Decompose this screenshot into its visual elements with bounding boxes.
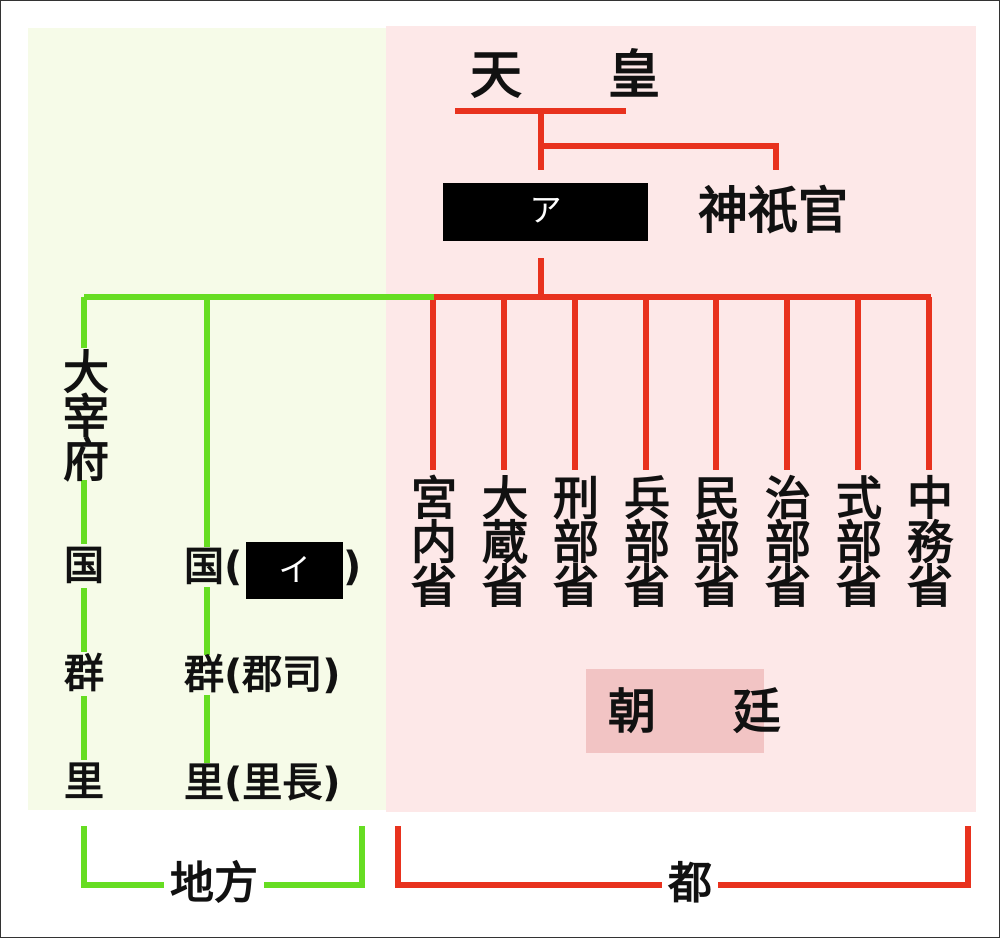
- left-kuni-label: 国: [64, 543, 104, 589]
- kuni-row-close-paren: ): [343, 544, 362, 590]
- ministry-hyobusho: 兵部省: [617, 474, 671, 606]
- ministry-okurasho: 大蔵省: [475, 474, 529, 606]
- jingikan-label: 神祇官: [698, 182, 848, 240]
- ministry-minbusho: 民部省: [687, 474, 741, 606]
- ministry-gyobusho: 刑部省: [546, 474, 600, 606]
- court-lines: [395, 108, 971, 888]
- ministry-kunaisho: 宮内省: [404, 474, 458, 606]
- jingikan-branch: [541, 143, 779, 170]
- sato-row-label: 里(里長): [184, 760, 341, 806]
- blank-i-box: イ: [246, 542, 343, 599]
- court-label: 朝 廷: [608, 684, 811, 740]
- ministry-shikibusho: 式部省: [829, 474, 883, 606]
- ministry-nakatsukasasho: 中務省: [900, 474, 954, 606]
- kuni-row-label: 国(: [184, 544, 243, 590]
- local-footer-label: 地方: [164, 862, 264, 906]
- dazaifu-label: 大宰府: [56, 348, 110, 480]
- gun-row-label: 群(郡司): [184, 652, 341, 698]
- left-sato-label: 里: [64, 759, 104, 805]
- blank-a-box: ア: [443, 183, 648, 241]
- capital-footer-label: 都: [662, 862, 718, 906]
- ministry-jibusho: 治部省: [758, 474, 812, 606]
- court-label-box: [586, 669, 764, 753]
- left-gun-label: 群: [64, 651, 104, 697]
- emperor-label: 天 皇: [470, 46, 695, 106]
